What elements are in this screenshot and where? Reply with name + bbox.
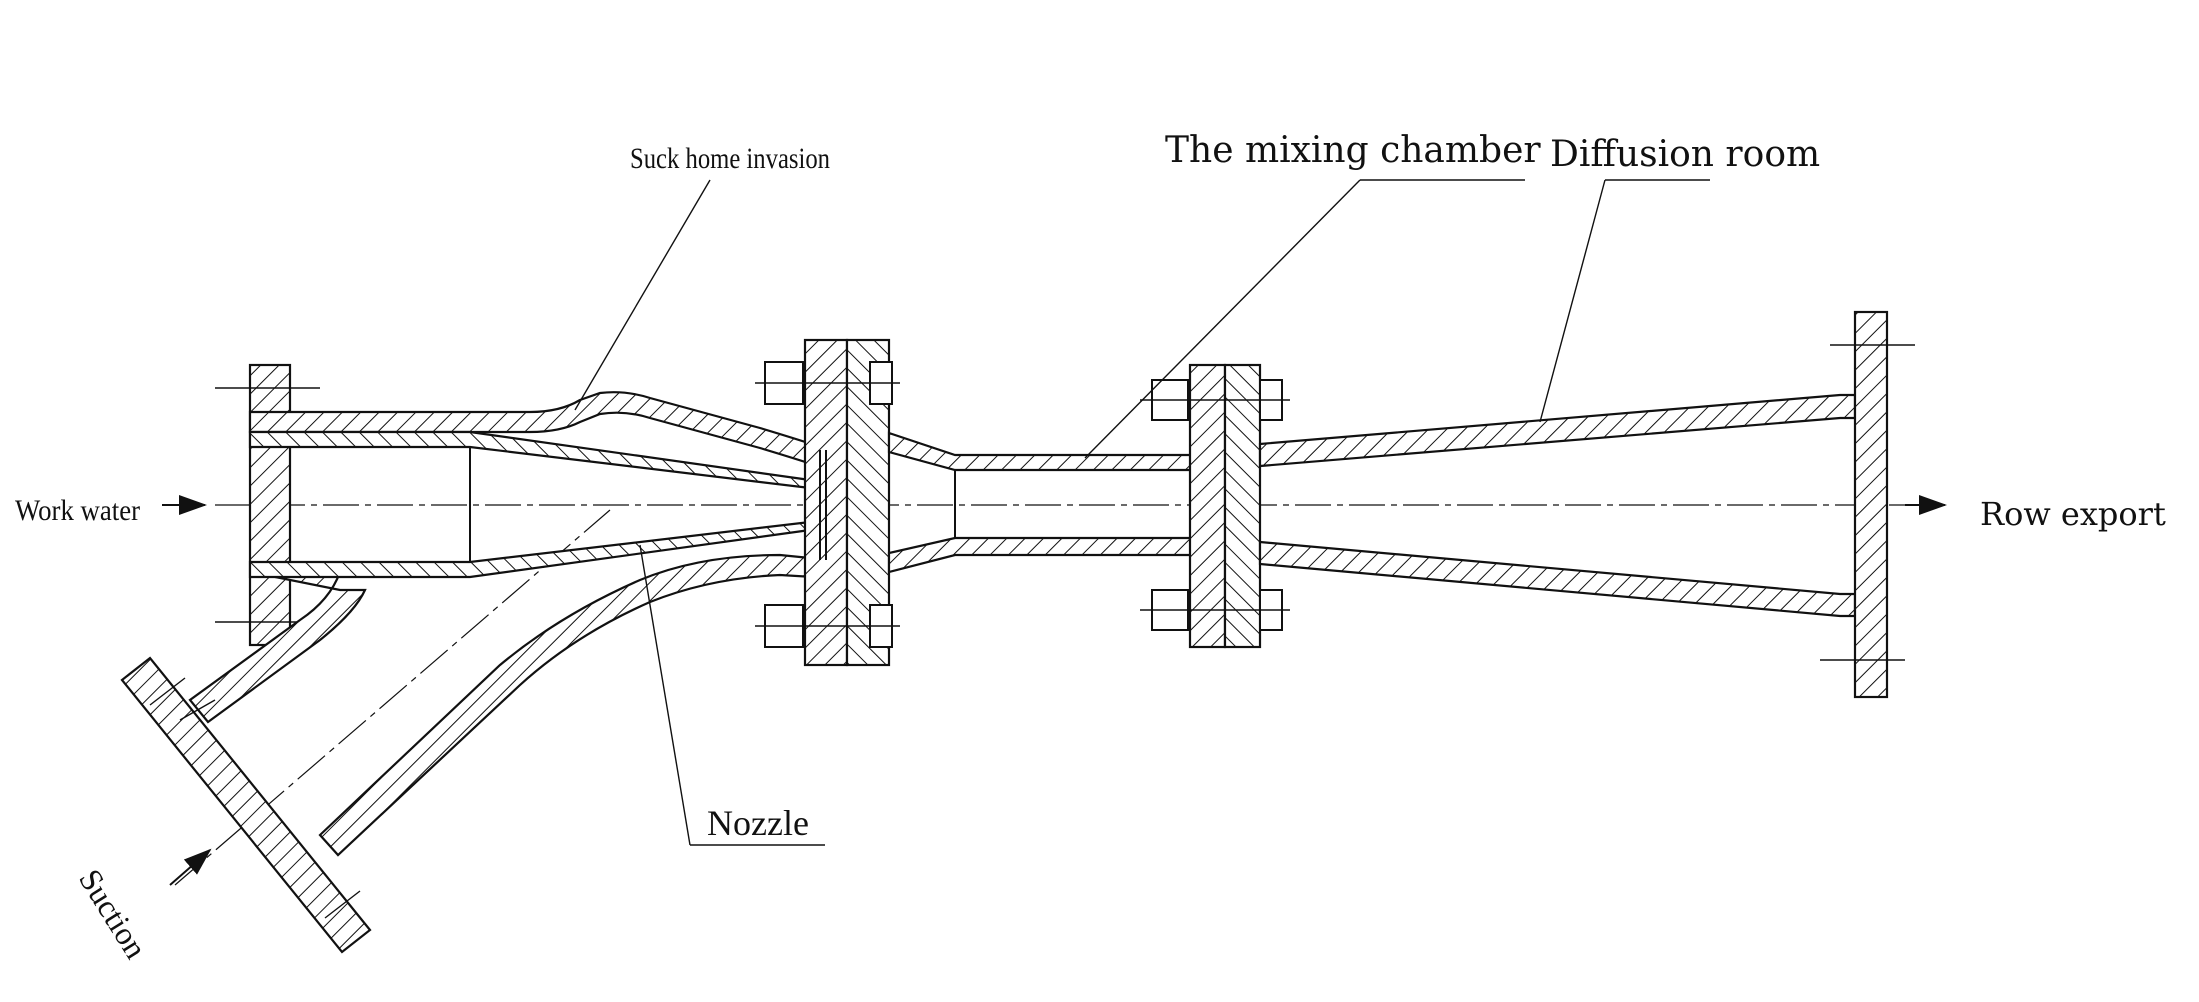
mixing-chamber (887, 431, 1211, 574)
bolt-bottom-left (755, 604, 900, 648)
suction-chamber-body (188, 391, 832, 857)
label-nozzle: Nozzle (707, 803, 809, 843)
label-row-export: Row export (1980, 495, 2166, 533)
label-mixing-chamber: The mixing chamber (1165, 130, 1541, 171)
second-flange-joint (1140, 363, 1290, 649)
bolt-top-left (755, 361, 900, 405)
label-work-water: Work water (15, 494, 140, 527)
bolt-top-right (1140, 379, 1290, 421)
flow-arrows (162, 495, 1947, 886)
center-lines (174, 504, 1905, 886)
label-diffusion-room: Diffusion room (1550, 134, 1820, 175)
label-suck-home-invasion: Suck home invasion (630, 142, 830, 175)
first-flange-joint (755, 338, 900, 667)
leader-lines (574, 179, 1710, 846)
label-suction: Suction (72, 863, 154, 965)
suction-flange (120, 656, 372, 954)
bolt-bottom-right (1140, 589, 1290, 631)
outlet-flange (1820, 310, 1915, 699)
